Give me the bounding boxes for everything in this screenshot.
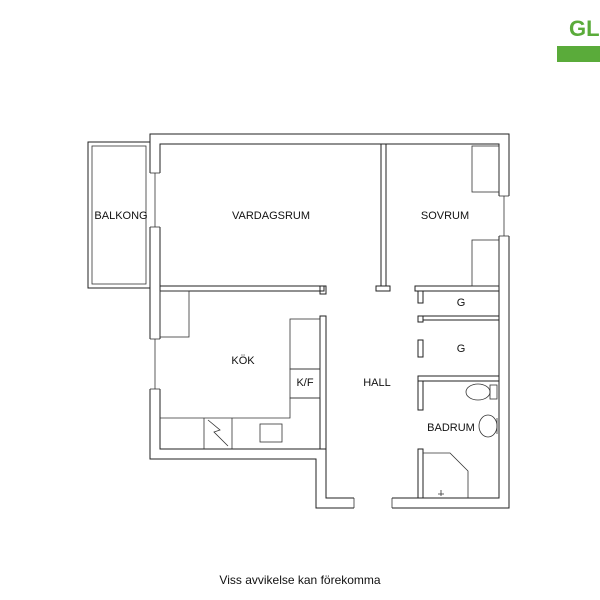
bathroom-fixtures (423, 383, 498, 498)
room-label-balkong: BALKONG (94, 210, 147, 222)
logo-text: GL (569, 16, 600, 41)
room-label-vardagsrum: VARDAGSRUM (232, 210, 310, 222)
interior-walls (159, 143, 500, 499)
entrance (353, 496, 393, 510)
balcony-door (148, 172, 162, 228)
logo-bar (557, 46, 600, 62)
bedroom-wardrobes (471, 145, 500, 287)
room-label-badrum: BADRUM (427, 422, 475, 434)
outer-walls (149, 133, 510, 509)
room-label-sovrum: SOVRUM (421, 210, 469, 222)
room-label-hall: HALL (363, 377, 391, 389)
kitchen-fixtures (159, 290, 321, 449)
room-label-g1: G (457, 297, 466, 309)
room-label-kf: K/F (296, 377, 313, 389)
disclaimer-text: Viss avvikelse kan förekomma (219, 573, 381, 587)
bedroom-window (497, 195, 511, 237)
room-label-kok: KÖK (231, 355, 255, 367)
room-label-g2: G (457, 343, 466, 355)
kitchen-window (148, 338, 162, 390)
